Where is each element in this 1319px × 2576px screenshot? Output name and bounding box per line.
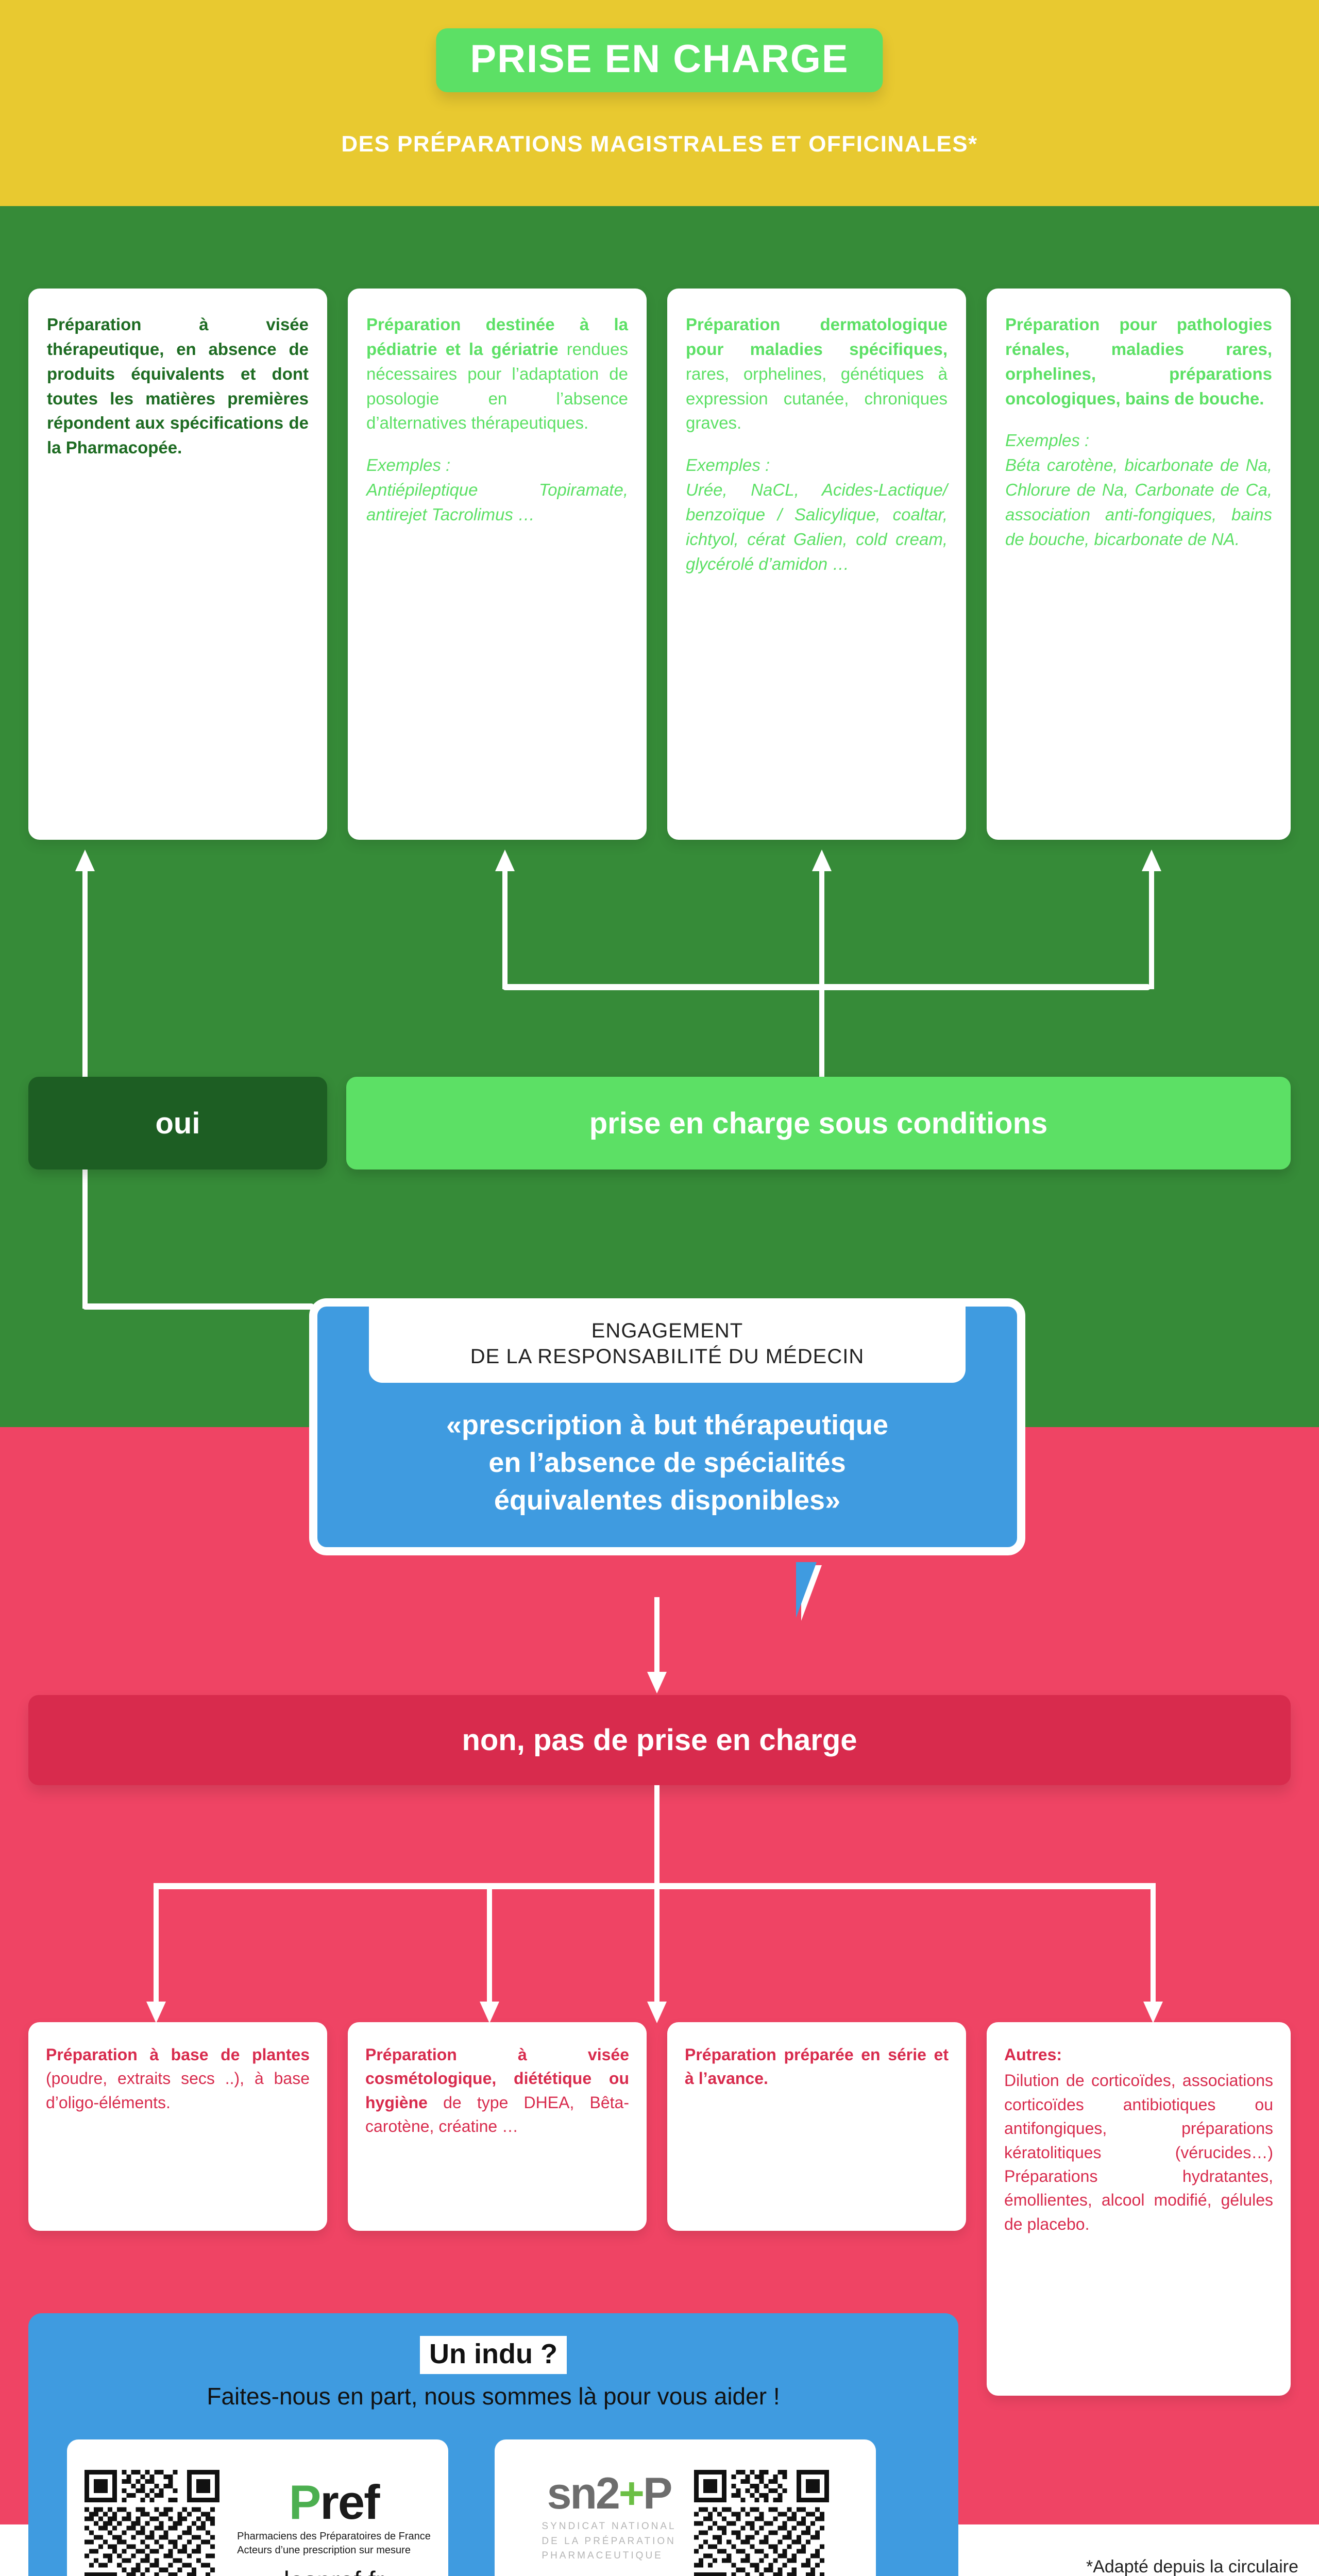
qr-card-sn2p[interactable]: sn2+P SYNDICAT NATIONAL DE LA PRÉPARATIO… <box>495 2439 876 2576</box>
pref-logo-re: re <box>320 2475 365 2530</box>
pref-logo: Pref <box>289 2478 380 2527</box>
card-lead-text: Préparation pour pathologies rénales, ma… <box>1005 315 1272 408</box>
card-rest-text: Dilution de corticoïdes, associations co… <box>1004 2071 1273 2233</box>
pref-url[interactable]: lespref.fr <box>284 2566 384 2576</box>
qr-code-sn2p-icon[interactable] <box>694 2470 829 2576</box>
card-preparation-pediatrie-geriatrie: Préparation destinée à la pédiatrie et l… <box>348 289 647 840</box>
qr-code-lespref-icon[interactable] <box>84 2470 220 2576</box>
connector-oui-stem <box>82 1170 88 1309</box>
card-preparation-pathologies-renales: Préparation pour pathologies rénales, ma… <box>987 289 1291 840</box>
page-subtitle: DES PRÉPARATIONS MAGISTRALES ET OFFICINA… <box>341 131 978 157</box>
pref-tagline-line-2: Acteurs d’une prescription sur mesure <box>237 2544 411 2556</box>
plus-icon: + <box>618 2469 645 2519</box>
arrow-down-to-autres <box>1151 1883 1156 2002</box>
card-rest-text: rares, orphelines, génétiques à expressi… <box>686 364 948 433</box>
card-lead-text: Préparation à visée thérapeutique, en ab… <box>47 315 309 457</box>
qr-card-pref[interactable]: Pref Pharmaciens des Préparatoires de Fr… <box>67 2439 448 2576</box>
sn2p-tagline: SYNDICAT NATIONAL DE LA PRÉPARATION PHAR… <box>542 2519 676 2564</box>
arrow-up-to-therapeutique <box>82 871 88 1077</box>
pref-tagline-line-1: Pharmaciens des Préparatoires de France <box>237 2530 431 2542</box>
engagement-header: ENGAGEMENT DE LA RESPONSABILITÉ DU MÉDEC… <box>369 1307 966 1383</box>
engagement-speech-bubble: ENGAGEMENT DE LA RESPONSABILITÉ DU MÉDEC… <box>309 1298 1025 1555</box>
decision-bar-oui: oui <box>28 1077 327 1170</box>
engagement-header-line-2: DE LA RESPONSABILITÉ DU MÉDECIN <box>470 1345 865 1368</box>
footer-line-1: *Adapté depuis la circulaire <box>1086 2557 1298 2576</box>
connector-oui-elbow <box>82 1303 314 1310</box>
card-body: Préparation pour pathologies rénales, ma… <box>1005 312 1272 411</box>
card-lead-text: Préparation à visée cosmétologique, diét… <box>365 2045 629 2112</box>
engagement-header-line-1: ENGAGEMENT <box>591 1319 743 1342</box>
footer-source-note: *Adapté depuis la circulaire 58-2008. MA… <box>979 2555 1298 2576</box>
sn2p-brand-block: sn2+P SYNDICAT NATIONAL DE LA PRÉPARATIO… <box>542 2471 676 2576</box>
card-lead-text: Préparation dermatologique pour maladies… <box>686 315 948 359</box>
card-lead-text: Préparation à base de plantes <box>46 2045 310 2064</box>
card-preparation-serie-avance: Préparation préparée en série et à l’ava… <box>667 2022 966 2231</box>
sn2p-logo-p: P <box>643 2469 672 2519</box>
card-examples-text: Urée, NaCL, Acides-Lactique/ benzoïque /… <box>686 480 948 573</box>
card-body: Préparation à visée thérapeutique, en ab… <box>47 312 309 460</box>
contact-subtitle: Faites-nous en part, nous sommes là pour… <box>207 2383 780 2410</box>
engagement-quote-line-2: en l’absence de spécialités <box>488 1447 846 1478</box>
sn2p-tagline-line-1: SYNDICAT NATIONAL <box>542 2521 677 2532</box>
connector-non-stem <box>654 1785 660 1886</box>
card-rest-text: (poudre, extraits secs ..), à base d’oli… <box>46 2069 310 2112</box>
card-preparation-cosmetologique: Préparation à visée cosmétologique, diét… <box>348 2022 647 2231</box>
connector-non-horizontal <box>154 1883 1153 1889</box>
card-examples-text: Antiépileptique Topiramate, antirejet Ta… <box>366 480 628 524</box>
card-body: Préparation à base de plantes (poudre, e… <box>46 2043 310 2114</box>
card-lead-text: Autres: <box>1004 2045 1062 2064</box>
sn2p-tagline-line-2: DE LA PRÉPARATION <box>542 2535 676 2547</box>
card-examples-label: Exemples : <box>686 455 770 475</box>
decision-bar-non: non, pas de prise en charge <box>28 1695 1291 1785</box>
decision-bar-non-label: non, pas de prise en charge <box>462 1723 857 1757</box>
arrow-up-to-pediatrie <box>502 871 508 989</box>
card-body: Préparation à visée cosmétologique, diét… <box>365 2043 629 2139</box>
card-lead-text: Préparation destinée à la pédiatrie et l… <box>366 315 628 359</box>
contact-title-wrap: Un indu ? <box>28 2313 958 2374</box>
sn2p-tagline-line-3: PHARMACEUTIQUE <box>542 2550 663 2562</box>
decision-bar-oui-label: oui <box>155 1106 200 1140</box>
engagement-quote-line-1: «prescription à but thérapeutique <box>446 1410 889 1440</box>
card-preparation-plantes: Préparation à base de plantes (poudre, e… <box>28 2022 327 2231</box>
page-title-pill: PRISE EN CHARGE <box>436 28 883 92</box>
decision-bar-sous-conditions: prise en charge sous conditions <box>346 1077 1291 1170</box>
card-examples-label: Exemples : <box>366 455 451 475</box>
arrow-down-to-cosmeto <box>487 1883 492 2002</box>
card-examples-text: Béta carotène, bicarbonate de Na, Chloru… <box>1005 455 1272 549</box>
engagement-quote: «prescription à but thérapeutique en l’a… <box>317 1383 1017 1519</box>
pref-logo-p: P <box>289 2475 322 2530</box>
arrow-down-to-serie <box>654 1883 660 2002</box>
pref-brand-block: Pref Pharmaciens des Préparatoires de Fr… <box>237 2478 431 2576</box>
card-preparation-dermatologique: Préparation dermatologique pour maladies… <box>667 289 966 840</box>
sn2p-logo-sn2: sn2 <box>547 2469 620 2519</box>
card-autres: Autres: Dilution de corticoïdes, associa… <box>987 2022 1291 2396</box>
card-examples-label: Exemples : <box>1005 431 1090 450</box>
sn2p-logo: sn2+P <box>547 2471 673 2516</box>
sn2p-url[interactable]: sn2p.org <box>559 2572 660 2576</box>
speech-bubble-tail <box>796 1562 817 1618</box>
card-preparation-therapeutique: Préparation à visée thérapeutique, en ab… <box>28 289 327 840</box>
card-body: Préparation dermatologique pour maladies… <box>686 312 948 435</box>
engagement-quote-line-3: équivalentes disponibles» <box>494 1484 841 1516</box>
pref-tagline: Pharmaciens des Préparatoires de France … <box>237 2530 431 2557</box>
card-body: Préparation destinée à la pédiatrie et l… <box>366 312 628 435</box>
contact-panel: Un indu ? Faites-nous en part, nous somm… <box>28 2313 958 2576</box>
page-title: PRISE EN CHARGE <box>470 37 849 81</box>
pref-logo-f: f <box>364 2475 380 2530</box>
arrow-up-to-renale <box>1149 871 1154 989</box>
decision-bar-sous-conditions-label: prise en charge sous conditions <box>589 1106 1048 1140</box>
card-lead-text: Préparation préparée en série et à l’ava… <box>685 2045 949 2088</box>
card-body: Préparation préparée en série et à l’ava… <box>685 2043 949 2091</box>
card-rest-text: de type DHEA, Bêta-carotène, créatine … <box>365 2093 629 2136</box>
arrow-up-to-dermato <box>819 871 824 1077</box>
arrow-down-to-plantes <box>154 1883 159 2002</box>
card-autres-label: Autres: <box>1004 2043 1273 2066</box>
connector-horizontal <box>502 984 1151 990</box>
card-rest-text: rendues nécessaires pour l’adaptation de… <box>366 339 628 433</box>
contact-title: Un indu ? <box>420 2336 567 2374</box>
arrow-down-to-non-bar <box>654 1597 660 1672</box>
